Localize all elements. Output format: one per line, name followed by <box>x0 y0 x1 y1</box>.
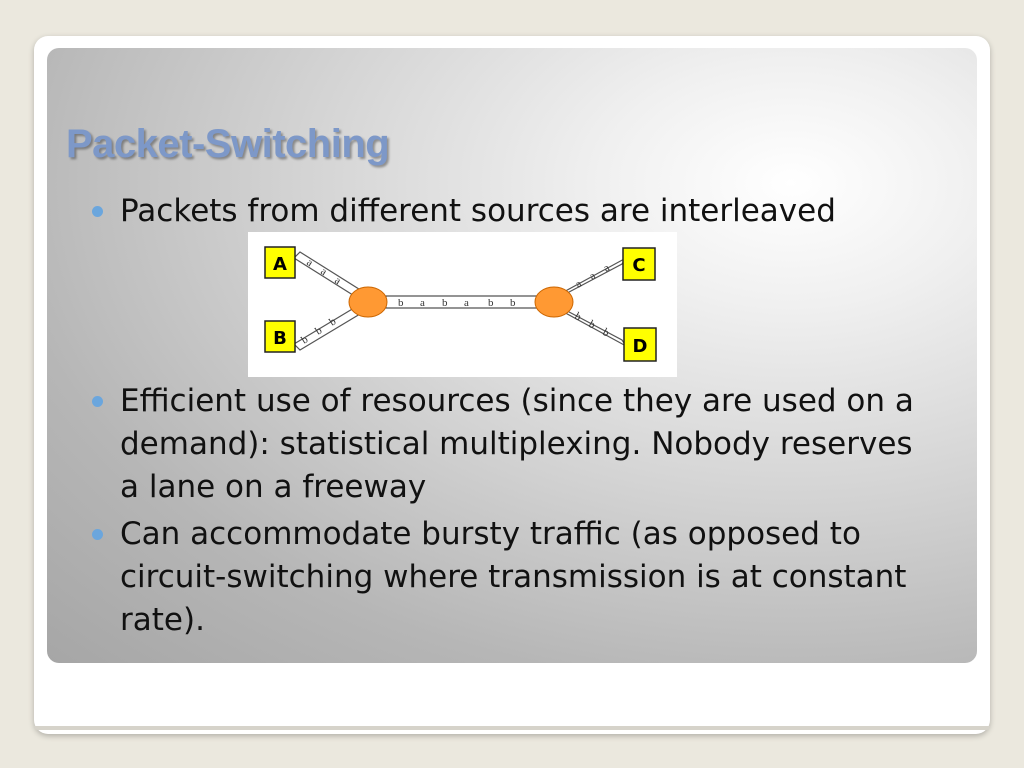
bullet-dot-icon <box>92 206 103 217</box>
packet-label-b: b <box>313 324 324 337</box>
host-box-c <box>622 247 656 281</box>
network-diagram-svg: a a a b b b b a b a b b a a a b b b A <box>264 246 657 362</box>
packet-label-b: b <box>398 297 404 309</box>
packet-label-b: b <box>587 318 598 331</box>
packet-labels: a a a b b b b a b a b b a a a b b b <box>299 256 612 346</box>
packet-label-a: a <box>602 262 612 275</box>
packet-label-a: a <box>588 270 598 283</box>
host-node-a: A <box>264 246 296 279</box>
packet-label-a: a <box>420 297 425 309</box>
host-box-a <box>264 246 296 279</box>
bullet-text: Can accommodate bursty traffic (as oppos… <box>120 516 907 638</box>
bullet-item: Packets from different sources are inter… <box>90 190 930 233</box>
slide-title: Packet-Switching <box>66 122 390 166</box>
packet-label-b: b <box>488 297 494 309</box>
bullet-text: Efficient use of resources (since they a… <box>120 383 914 505</box>
packet-switching-diagram: a a a b b b b a b a b b a a a b b b A <box>248 232 677 377</box>
packet-label-b: b <box>601 326 612 339</box>
packet-label-a: a <box>574 278 584 291</box>
packet-label-b: b <box>573 310 584 323</box>
packet-label-a: a <box>318 265 329 278</box>
link-group <box>293 251 627 351</box>
host-label-a: A <box>273 254 287 275</box>
packet-label-a: a <box>464 297 469 309</box>
bullet-item: Efficient use of resources (since they a… <box>90 380 930 509</box>
host-node-d: D <box>623 327 657 362</box>
router-right <box>534 286 574 318</box>
host-label-b: B <box>273 328 287 349</box>
packet-label-b: b <box>327 315 338 328</box>
packet-label-b: b <box>299 333 310 346</box>
packet-label-b: b <box>510 297 516 309</box>
router-left <box>348 286 388 318</box>
packet-label-a: a <box>332 274 343 287</box>
bullet-item: Can accommodate bursty traffic (as oppos… <box>90 513 930 642</box>
host-node-b: B <box>264 320 296 353</box>
host-label-c: C <box>632 255 645 276</box>
slide-card-footer <box>34 726 990 730</box>
bullet-dot-icon <box>92 529 103 540</box>
bullet-text: Packets from different sources are inter… <box>120 193 836 229</box>
host-label-d: D <box>633 336 648 357</box>
host-box-b <box>264 320 296 353</box>
host-box-d <box>623 327 657 362</box>
packet-label-b: b <box>442 297 448 309</box>
bullet-dot-icon <box>92 396 103 407</box>
host-node-c: C <box>622 247 656 281</box>
packet-label-a: a <box>304 256 315 269</box>
